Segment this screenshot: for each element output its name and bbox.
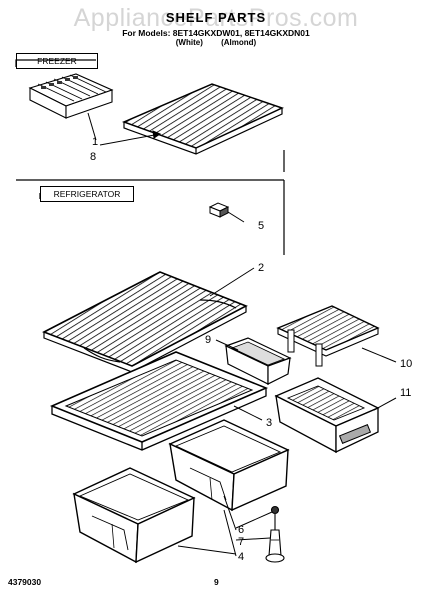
models-line: For Models: 8ET14GKXDW01, 8ET14GKXDN01 (122, 28, 310, 38)
callout-7: 7 (238, 536, 244, 548)
page-number: 9 (214, 577, 219, 587)
callout-9: 9 (205, 334, 211, 346)
crisper-pan-left (72, 467, 196, 564)
meat-pan (274, 377, 380, 454)
color-white: (White) (175, 38, 203, 47)
callout-2: 2 (258, 262, 264, 274)
roller-assembly (265, 505, 285, 563)
small-wire-shelf (276, 305, 380, 367)
leader-lines (87, 112, 397, 557)
callout-10: 10 (400, 358, 412, 370)
callout-11: 11 (400, 387, 411, 399)
utility-bin (224, 337, 292, 385)
freezer-wire-shelf (121, 83, 285, 155)
page-title: SHELF PARTS (165, 10, 267, 25)
callout-numbers: 1 8 5 2 9 10 11 3 6 7 4 (90, 136, 412, 563)
callout-5: 5 (258, 220, 264, 232)
refrigerator-wire-shelf (42, 271, 248, 373)
callout-1: 1 (92, 136, 98, 148)
crisper-cover-frame (49, 351, 269, 451)
color-almond: (Almond) (221, 38, 257, 47)
crisper-pan-right (168, 419, 290, 512)
refrigerator-label: REFRIGERATOR (40, 186, 134, 202)
callout-4: 4 (238, 551, 244, 563)
document-number: 4379030 (8, 577, 42, 587)
ice-tray (28, 73, 114, 119)
color-variants: (White) (Almond) (0, 38, 432, 47)
callout-8: 8 (90, 151, 96, 163)
callout-3: 3 (266, 417, 272, 429)
watermark: AppliancePartsPros.com (73, 4, 359, 32)
callout-6: 6 (238, 524, 244, 536)
section-dividers (15, 59, 285, 255)
shelf-clip (208, 202, 230, 218)
